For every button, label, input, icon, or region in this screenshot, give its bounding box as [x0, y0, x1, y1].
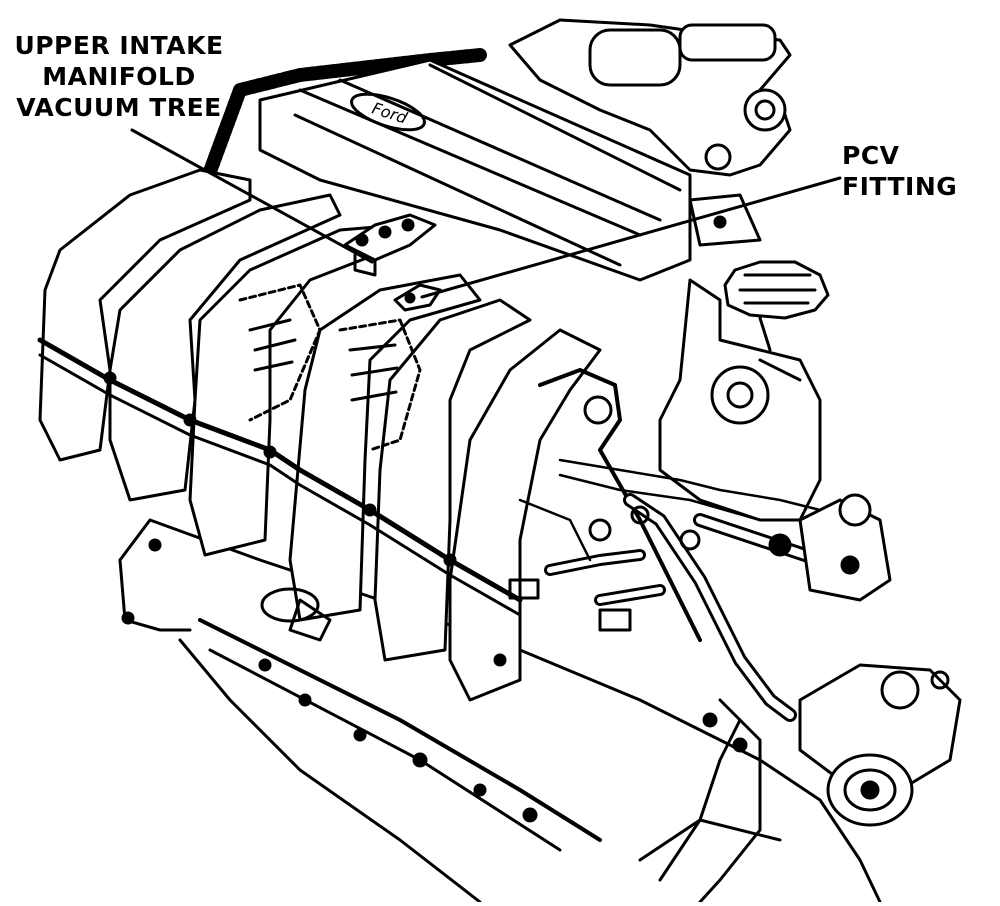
upper-plenum: [258, 58, 692, 282]
pcv-fitting: [393, 283, 442, 312]
thermostat-housing: [798, 498, 892, 602]
pcv-leader: [420, 176, 842, 299]
manifold-brace: [538, 368, 702, 642]
vacuum-tree-callout-line-1: UPPER INTAKE: [14, 31, 224, 60]
runner-3: [188, 223, 402, 557]
ford-logo-oval: [350, 92, 426, 132]
block-lower-edge: [118, 558, 192, 632]
oil-pan-outline: [178, 638, 482, 904]
timing-cover: [198, 48, 487, 192]
water-pump: [798, 663, 962, 792]
runner-1: [38, 168, 252, 462]
runner-6: [448, 328, 602, 702]
runner-4: [288, 273, 482, 622]
vacuum-tree-leader: [130, 128, 374, 264]
pcv-fitting-callout: PCV FITTING: [842, 140, 970, 202]
pump-pulley: [826, 753, 914, 827]
vacuum-tree-callout-line-2: MANIFOLD: [42, 62, 196, 91]
vacuum-tree: [343, 213, 437, 277]
pcv-fitting-callout-line-1: PCV: [842, 141, 900, 170]
vacuum-tree-callout: UPPER INTAKE MANIFOLD VACUUM TREE: [8, 30, 230, 123]
manifold-flange: [37, 337, 523, 603]
vacuum-tree-callout-line-3: VACUUM TREE: [16, 93, 222, 122]
pcv-fitting-callout-line-2: FITTING: [842, 172, 958, 201]
